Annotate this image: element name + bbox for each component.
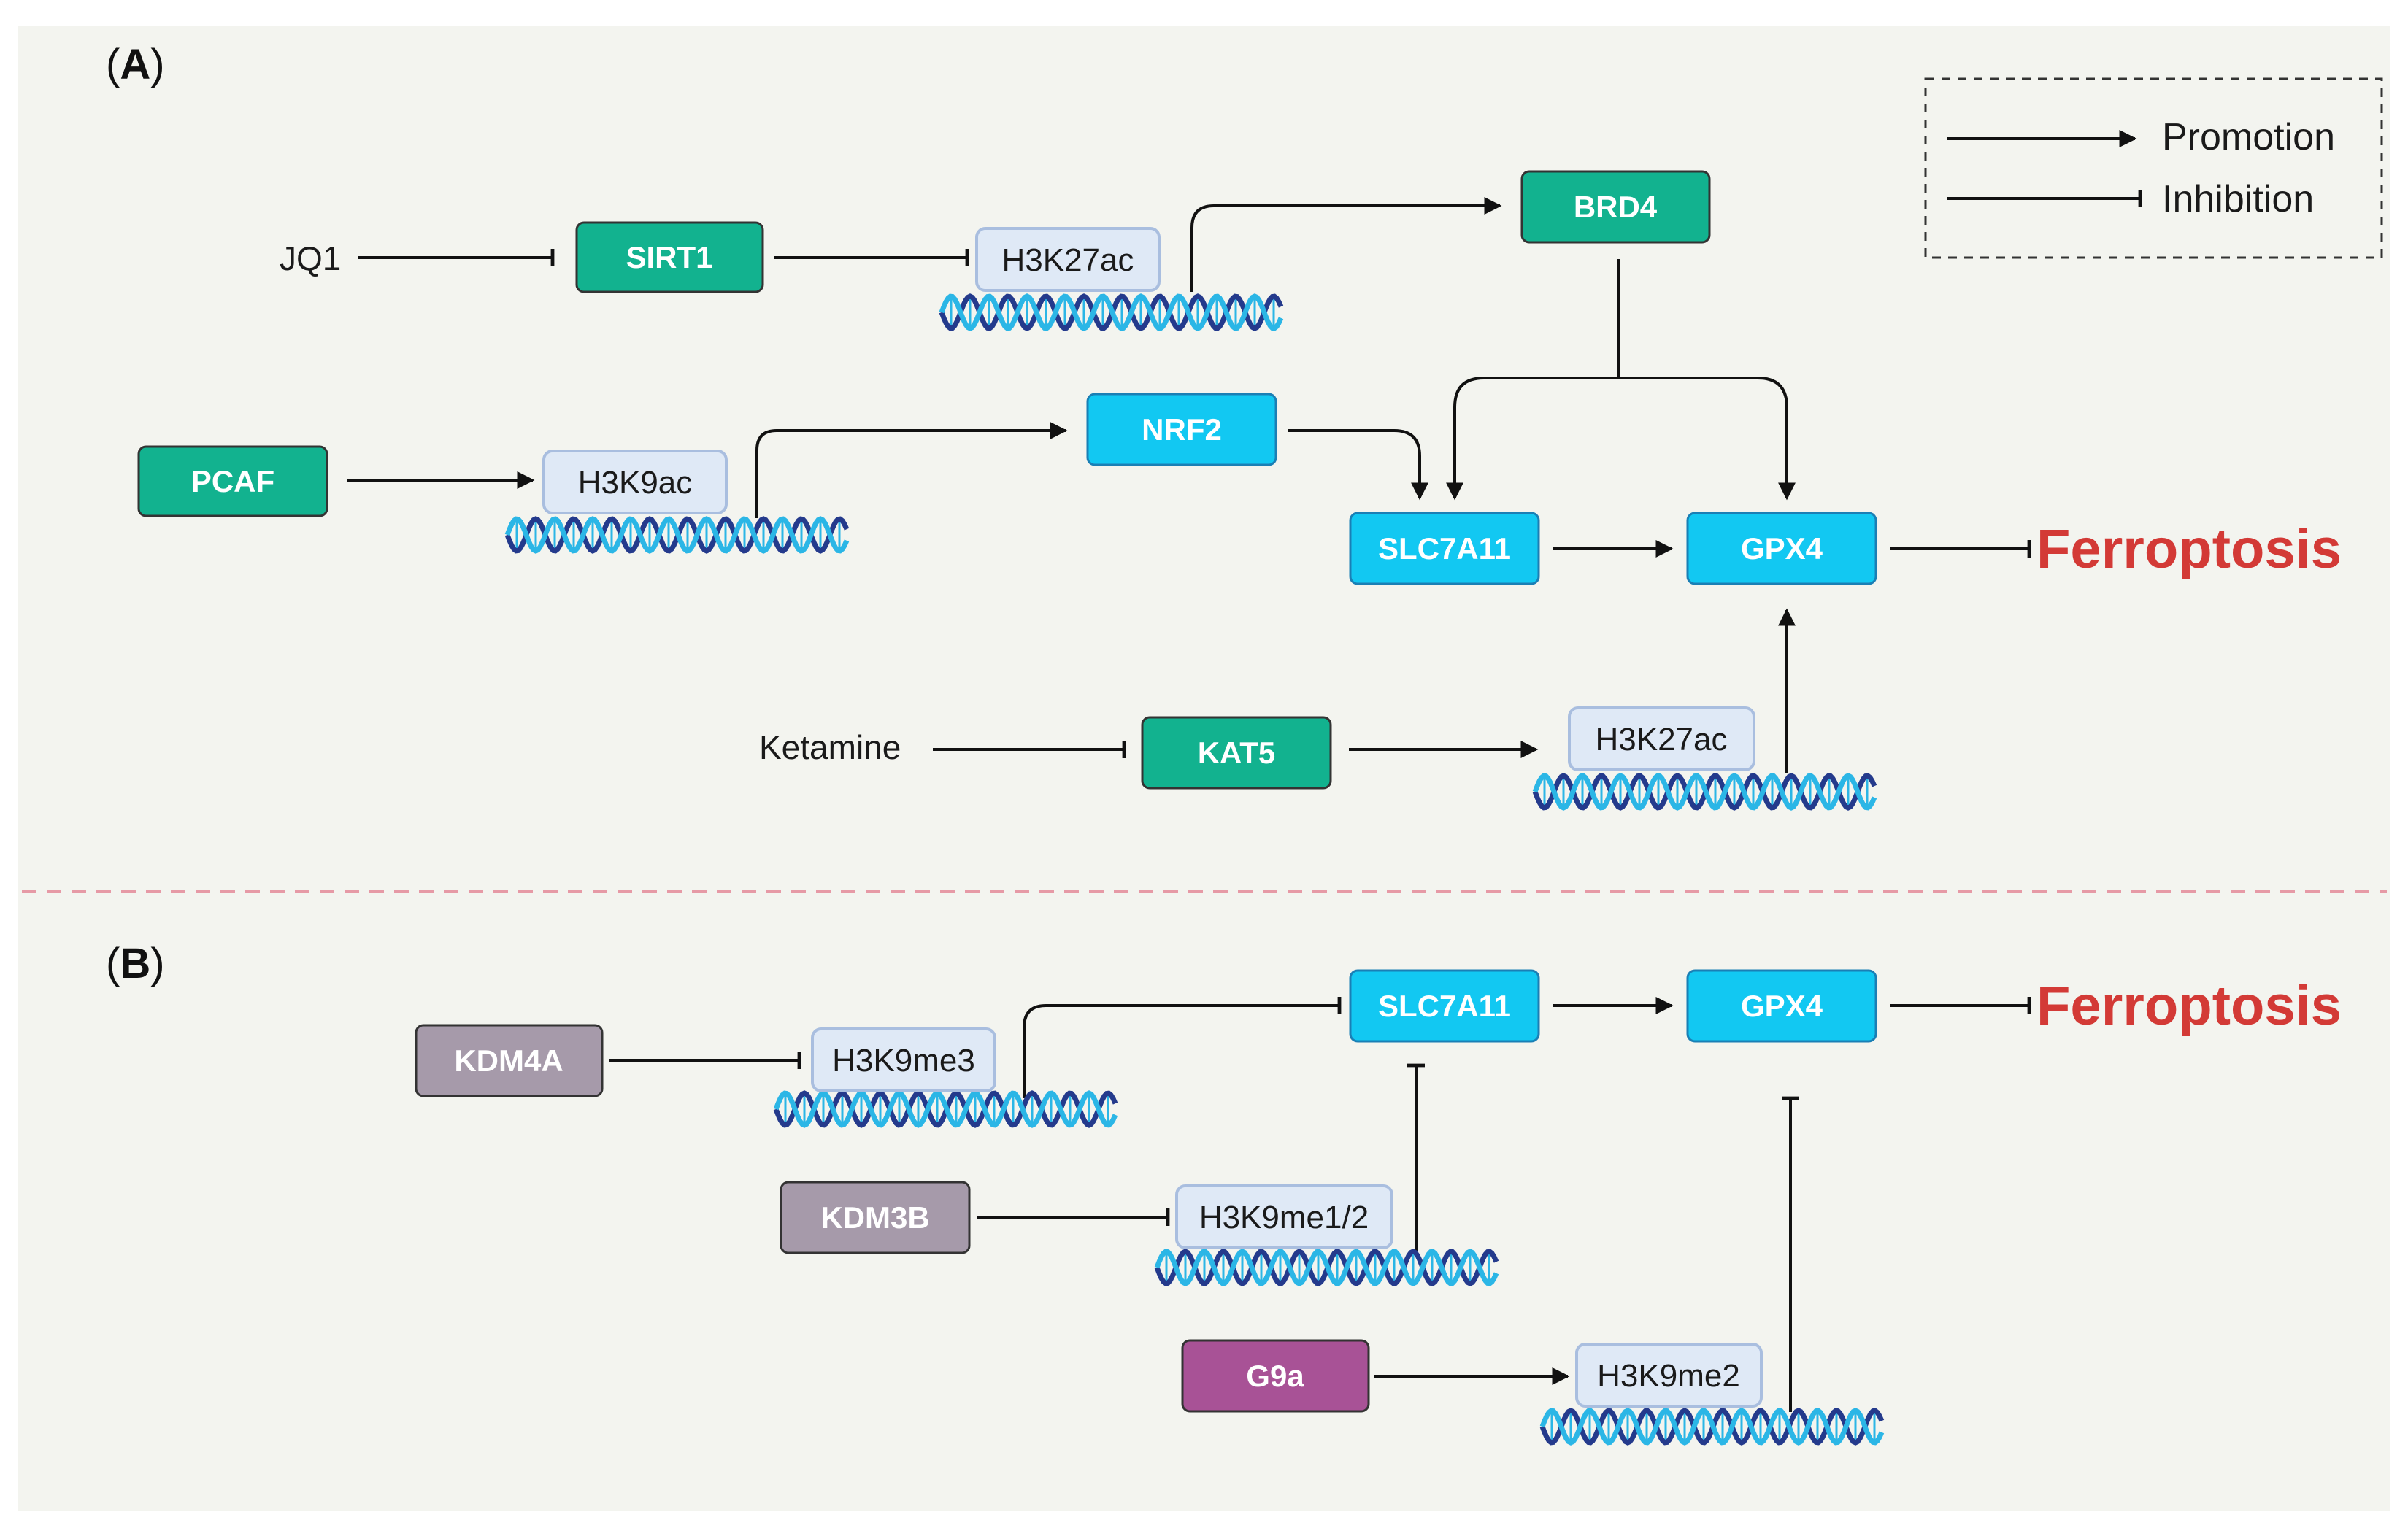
panel-a-connectors <box>347 197 2031 773</box>
h3k9ac-box <box>542 450 728 514</box>
slc7a11-a-label: SLC7A11 <box>1378 531 1511 566</box>
panel-b-label: (B) <box>106 940 165 987</box>
node-kdm4a: KDM4A <box>415 1024 604 1097</box>
h3k9me2-label: H3K9me2 <box>1597 1358 1740 1394</box>
kdm4a-label: KDM4A <box>454 1043 563 1078</box>
mark-h3k9me2: H3K9me2 <box>1575 1343 1763 1408</box>
dna-layer <box>504 293 1885 1446</box>
dna-backbone <box>1154 1249 1499 1286</box>
dna-backbone <box>1532 773 1877 811</box>
node-gpx4-b: GPX4 <box>1686 969 1877 1043</box>
gpx4-b-label: GPX4 <box>1741 989 1823 1023</box>
dna-strand-h3k27ac-top <box>939 293 1284 331</box>
gpx4-b-box <box>1686 969 1877 1043</box>
node-gpx4-a: GPX4 <box>1686 512 1877 585</box>
mark-h3k9ac: H3K9ac <box>542 450 728 514</box>
panel-a-label: (A) <box>106 41 165 88</box>
h3k9me12-label: H3K9me1/2 <box>1199 1200 1369 1235</box>
dna-backbone <box>939 293 1284 331</box>
mark-h3k27ac-bottom: H3K27ac <box>1568 706 1755 771</box>
h3k9me12-box <box>1175 1184 1393 1249</box>
sirt1-label: SIRT1 <box>626 240 712 274</box>
ferroptosis-a-label: Ferroptosis <box>2036 518 2342 580</box>
h3k9ac-label: H3K9ac <box>578 465 693 501</box>
h3k27ac-bottom-box <box>1568 706 1755 771</box>
h3k27ac-top-box <box>975 227 1161 292</box>
dna-backbone <box>504 516 850 554</box>
slc7a11-b-box <box>1349 969 1540 1043</box>
dna-strand-h3k9me3 <box>773 1090 1118 1128</box>
dna-strand-h3k27ac-bottom <box>1532 773 1877 811</box>
nrf2-label: NRF2 <box>1142 412 1222 447</box>
gpx4-a-label: GPX4 <box>1741 531 1823 566</box>
pcaf-box <box>137 445 328 517</box>
ferroptosis-b-label: Ferroptosis <box>2036 975 2342 1037</box>
nrf2-box <box>1086 393 1277 466</box>
brd4-promotes-slc7a11 <box>1446 259 1620 501</box>
panel-b-connectors <box>609 996 2031 1412</box>
h3k9me3-label: H3K9me3 <box>832 1043 975 1079</box>
kat5-box <box>1141 716 1332 790</box>
dna-strand-h3k9me2 <box>1539 1408 1885 1446</box>
node-pcaf: PCAF <box>137 445 328 517</box>
h3k27ac-top-label: H3K27ac <box>1001 242 1134 278</box>
dna-backbone <box>773 1090 1118 1128</box>
dna-strand-h3k9me12 <box>1154 1249 1499 1286</box>
node-g9a: G9a <box>1181 1339 1370 1413</box>
h3k27ac-bottom-label: H3K27ac <box>1595 722 1727 757</box>
legend-promotion-label: Promotion <box>2162 116 2335 158</box>
kdm3b-box <box>780 1181 971 1254</box>
slc7a11-b-label: SLC7A11 <box>1378 989 1511 1023</box>
nrf2-promotes-slc7a11 <box>1288 429 1428 501</box>
g9a-box <box>1181 1339 1370 1413</box>
kat5-label: KAT5 <box>1198 736 1276 770</box>
g9a-label: G9a <box>1246 1359 1304 1393</box>
sirt1-box <box>575 221 764 293</box>
dna-strand-h3k9ac <box>504 516 850 554</box>
kdm4a-box <box>415 1024 604 1097</box>
gpx4-a-box <box>1686 512 1877 585</box>
legend: Promotion Inhibition <box>1924 77 2383 259</box>
brd4-label: BRD4 <box>1574 190 1658 224</box>
mark-h3k27ac-top: H3K27ac <box>975 227 1161 292</box>
node-kdm3b: KDM3B <box>780 1181 971 1254</box>
h3k9ac-promotes-nrf2 <box>755 422 1068 518</box>
node-slc7a11-a: SLC7A11 <box>1349 512 1540 585</box>
mark-h3k9me3: H3K9me3 <box>811 1027 996 1092</box>
h3k9me3-inhibits-slc7a11 <box>1023 996 1342 1098</box>
ketamine-label: Ketamine <box>759 728 901 766</box>
legend-inhibition-label: Inhibition <box>2162 178 2314 220</box>
brd4-box <box>1520 170 1711 244</box>
pcaf-label: PCAF <box>191 464 274 498</box>
h3k27ac-promotes-brd4 <box>1190 197 1502 292</box>
h3k9me2-box <box>1575 1343 1763 1408</box>
jq1-label: JQ1 <box>280 239 341 277</box>
node-nrf2: NRF2 <box>1086 393 1277 466</box>
dna-backbone <box>1539 1408 1885 1446</box>
brd4-promotes-gpx4 <box>1619 377 1796 501</box>
slc7a11-a-box <box>1349 512 1540 585</box>
node-brd4: BRD4 <box>1520 170 1711 244</box>
h3k9me3-box <box>811 1027 996 1092</box>
legend-frame <box>1924 77 2383 259</box>
mark-h3k9me12: H3K9me1/2 <box>1175 1184 1393 1249</box>
node-slc7a11-b: SLC7A11 <box>1349 969 1540 1043</box>
kdm3b-label: KDM3B <box>820 1200 929 1235</box>
node-kat5: KAT5 <box>1141 716 1332 790</box>
node-sirt1: SIRT1 <box>575 221 764 293</box>
